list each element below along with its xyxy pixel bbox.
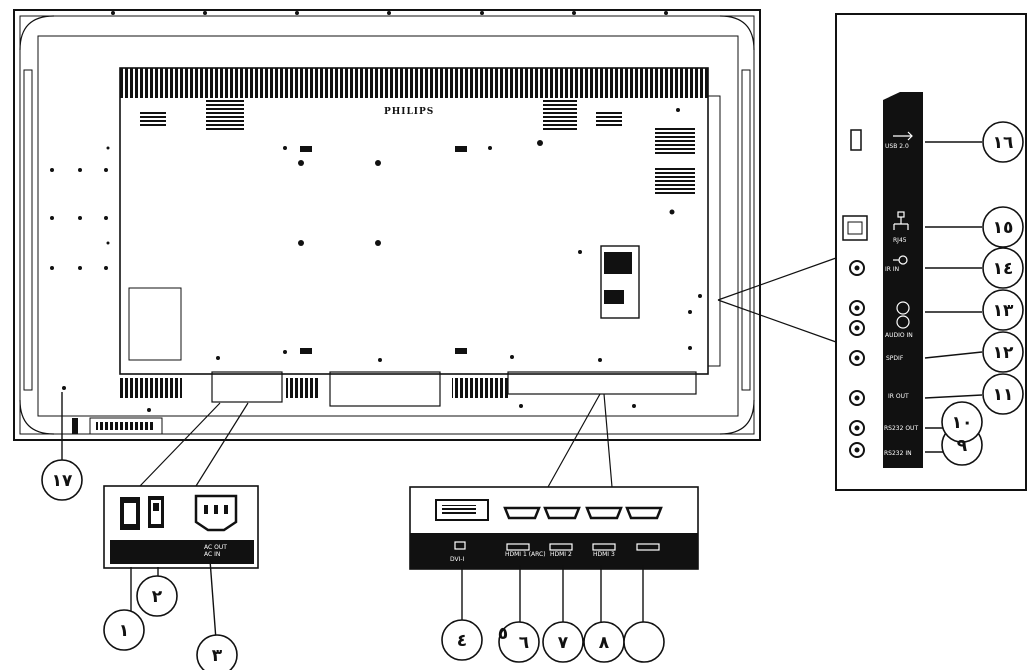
label-ir-out: IR OUT [888,393,909,400]
callout-lines [61,141,983,641]
callout-10: ١٠ [952,413,973,433]
callout-5: ٥ [498,624,508,644]
side-connector-panel: USB 2.0 RJ45 IR IN AUDIO IN SPDIF IR OUT… [835,13,1027,491]
callout-11: ١١ [993,385,1014,405]
callout-2: ٢ [152,587,163,607]
callout-numbers: ١ ٢ ٣ ٤ ٥ ٦ ٧ ٨ ٩ ١٠ ١١ ١٢ ١٣ ١٤ ١٥ ١٦ ١… [52,133,1014,666]
callout-13: ١٣ [993,301,1014,321]
callout-3: ٣ [212,646,223,666]
callout-17: ١٧ [52,471,73,491]
video-input-panel: DVI-I HDMI 1 (ARC) HDMI 2 HDMI 3 [409,486,699,570]
callout-14: ١٤ [993,259,1014,279]
label-audio-in: AUDIO IN [885,332,913,339]
label-rs232-out: RS232 OUT [884,425,918,432]
callout-7: ٧ [558,633,569,653]
label-hdmi3: HDMI 3 [593,551,615,558]
label-dvi: DVI-I [450,556,465,563]
callout-12: ١٢ [993,343,1014,363]
brand-logo: PHILIPS [384,107,434,117]
display-back [13,9,761,441]
callout-16: ١٦ [993,133,1014,153]
callout-8: ٨ [599,633,610,653]
bottom-connector-strip [62,371,697,435]
callout-6: ٦ [519,633,529,653]
callout-15: ١٥ [993,218,1014,238]
callout-circles [41,121,1024,670]
label-hdmi1: HDMI 1 (ARC) [505,551,546,558]
rear-housing [119,67,721,375]
label-usb: USB 2.0 [885,143,909,150]
label-rj45: RJ45 [893,237,907,244]
label-hdmi2: HDMI 2 [550,551,572,558]
callout-9: ٩ [957,436,968,456]
callout-4: ٤ [457,631,467,651]
label-ir-in: IR IN [885,266,899,273]
label-spdif: SPDIF [886,355,904,362]
label-rs232-in: RS232 IN [884,450,912,457]
callout-1: ١ [119,621,129,641]
